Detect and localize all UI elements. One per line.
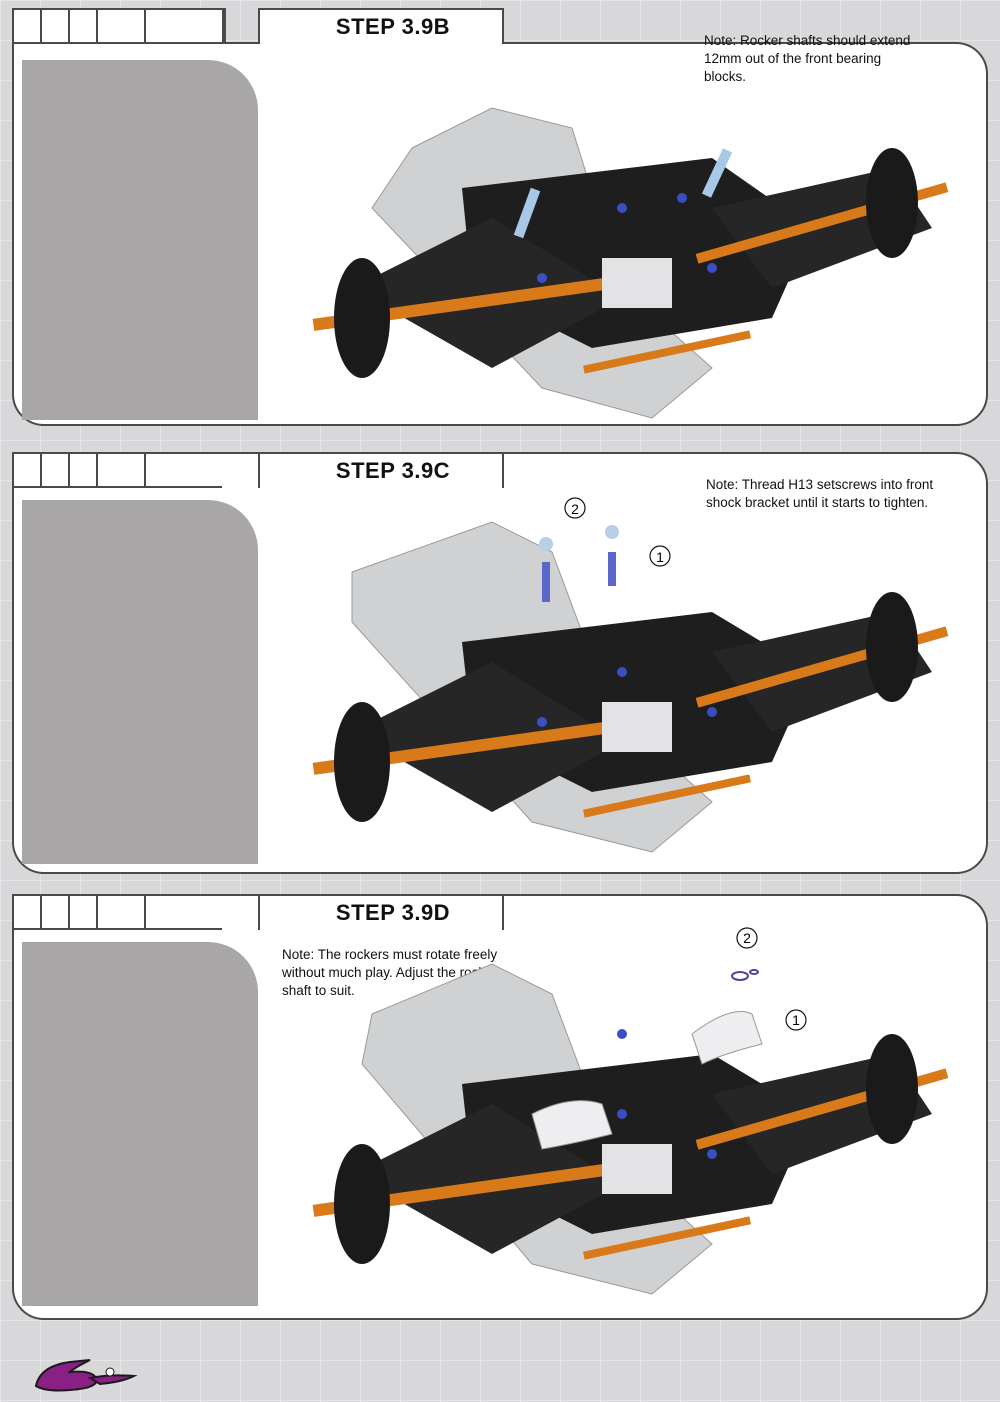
step-note: Note: Thread H13 setscrews into front sh… (706, 477, 934, 510)
tab-box (68, 452, 96, 488)
step-title: STEP 3.9B (258, 8, 504, 44)
step-3-9d: STEP 3.9D Note: The rockers must rotate … (12, 894, 990, 1324)
step-title: STEP 3.9C (258, 452, 504, 488)
callout-number: 2 (571, 501, 579, 517)
step-3-9b: STEP 3.9B Note: Rocker shafts should ext… (12, 8, 990, 428)
tab-box (144, 8, 222, 44)
brand-logo-icon (34, 1359, 138, 1392)
tab-box (144, 452, 222, 488)
callout-number: 1 (656, 549, 664, 565)
tab-box (40, 894, 68, 930)
chassis-illustration (312, 927, 949, 1295)
chassis-illustration (312, 497, 949, 853)
step-note: Note: The rockers must rotate freely wit… (282, 947, 498, 998)
callout-number: 2 (743, 930, 751, 946)
step-tabs (12, 452, 222, 488)
step-sidebar (22, 60, 258, 420)
step-3-9c: STEP 3.9C Note: Thread H13 setscrews int… (12, 452, 990, 876)
tab-box (144, 894, 222, 930)
tab-box (68, 8, 96, 44)
tab-box (96, 894, 144, 930)
step-title: STEP 3.9D (258, 894, 504, 930)
tab-box (68, 894, 96, 930)
step-sidebar (22, 500, 258, 864)
tab-box (12, 894, 40, 930)
tab-box (96, 452, 144, 488)
step-tabs (12, 8, 226, 44)
tab-box (12, 8, 40, 44)
tab-box (12, 452, 40, 488)
chassis-illustration (312, 107, 949, 419)
step-sidebar (22, 942, 258, 1306)
tab-box (40, 8, 68, 44)
step-tabs (12, 894, 222, 930)
step-note: Note: Rocker shafts should extend 12mm o… (704, 33, 911, 84)
tab-box (96, 8, 144, 44)
callout-number: 1 (792, 1012, 800, 1028)
tab-box (40, 452, 68, 488)
